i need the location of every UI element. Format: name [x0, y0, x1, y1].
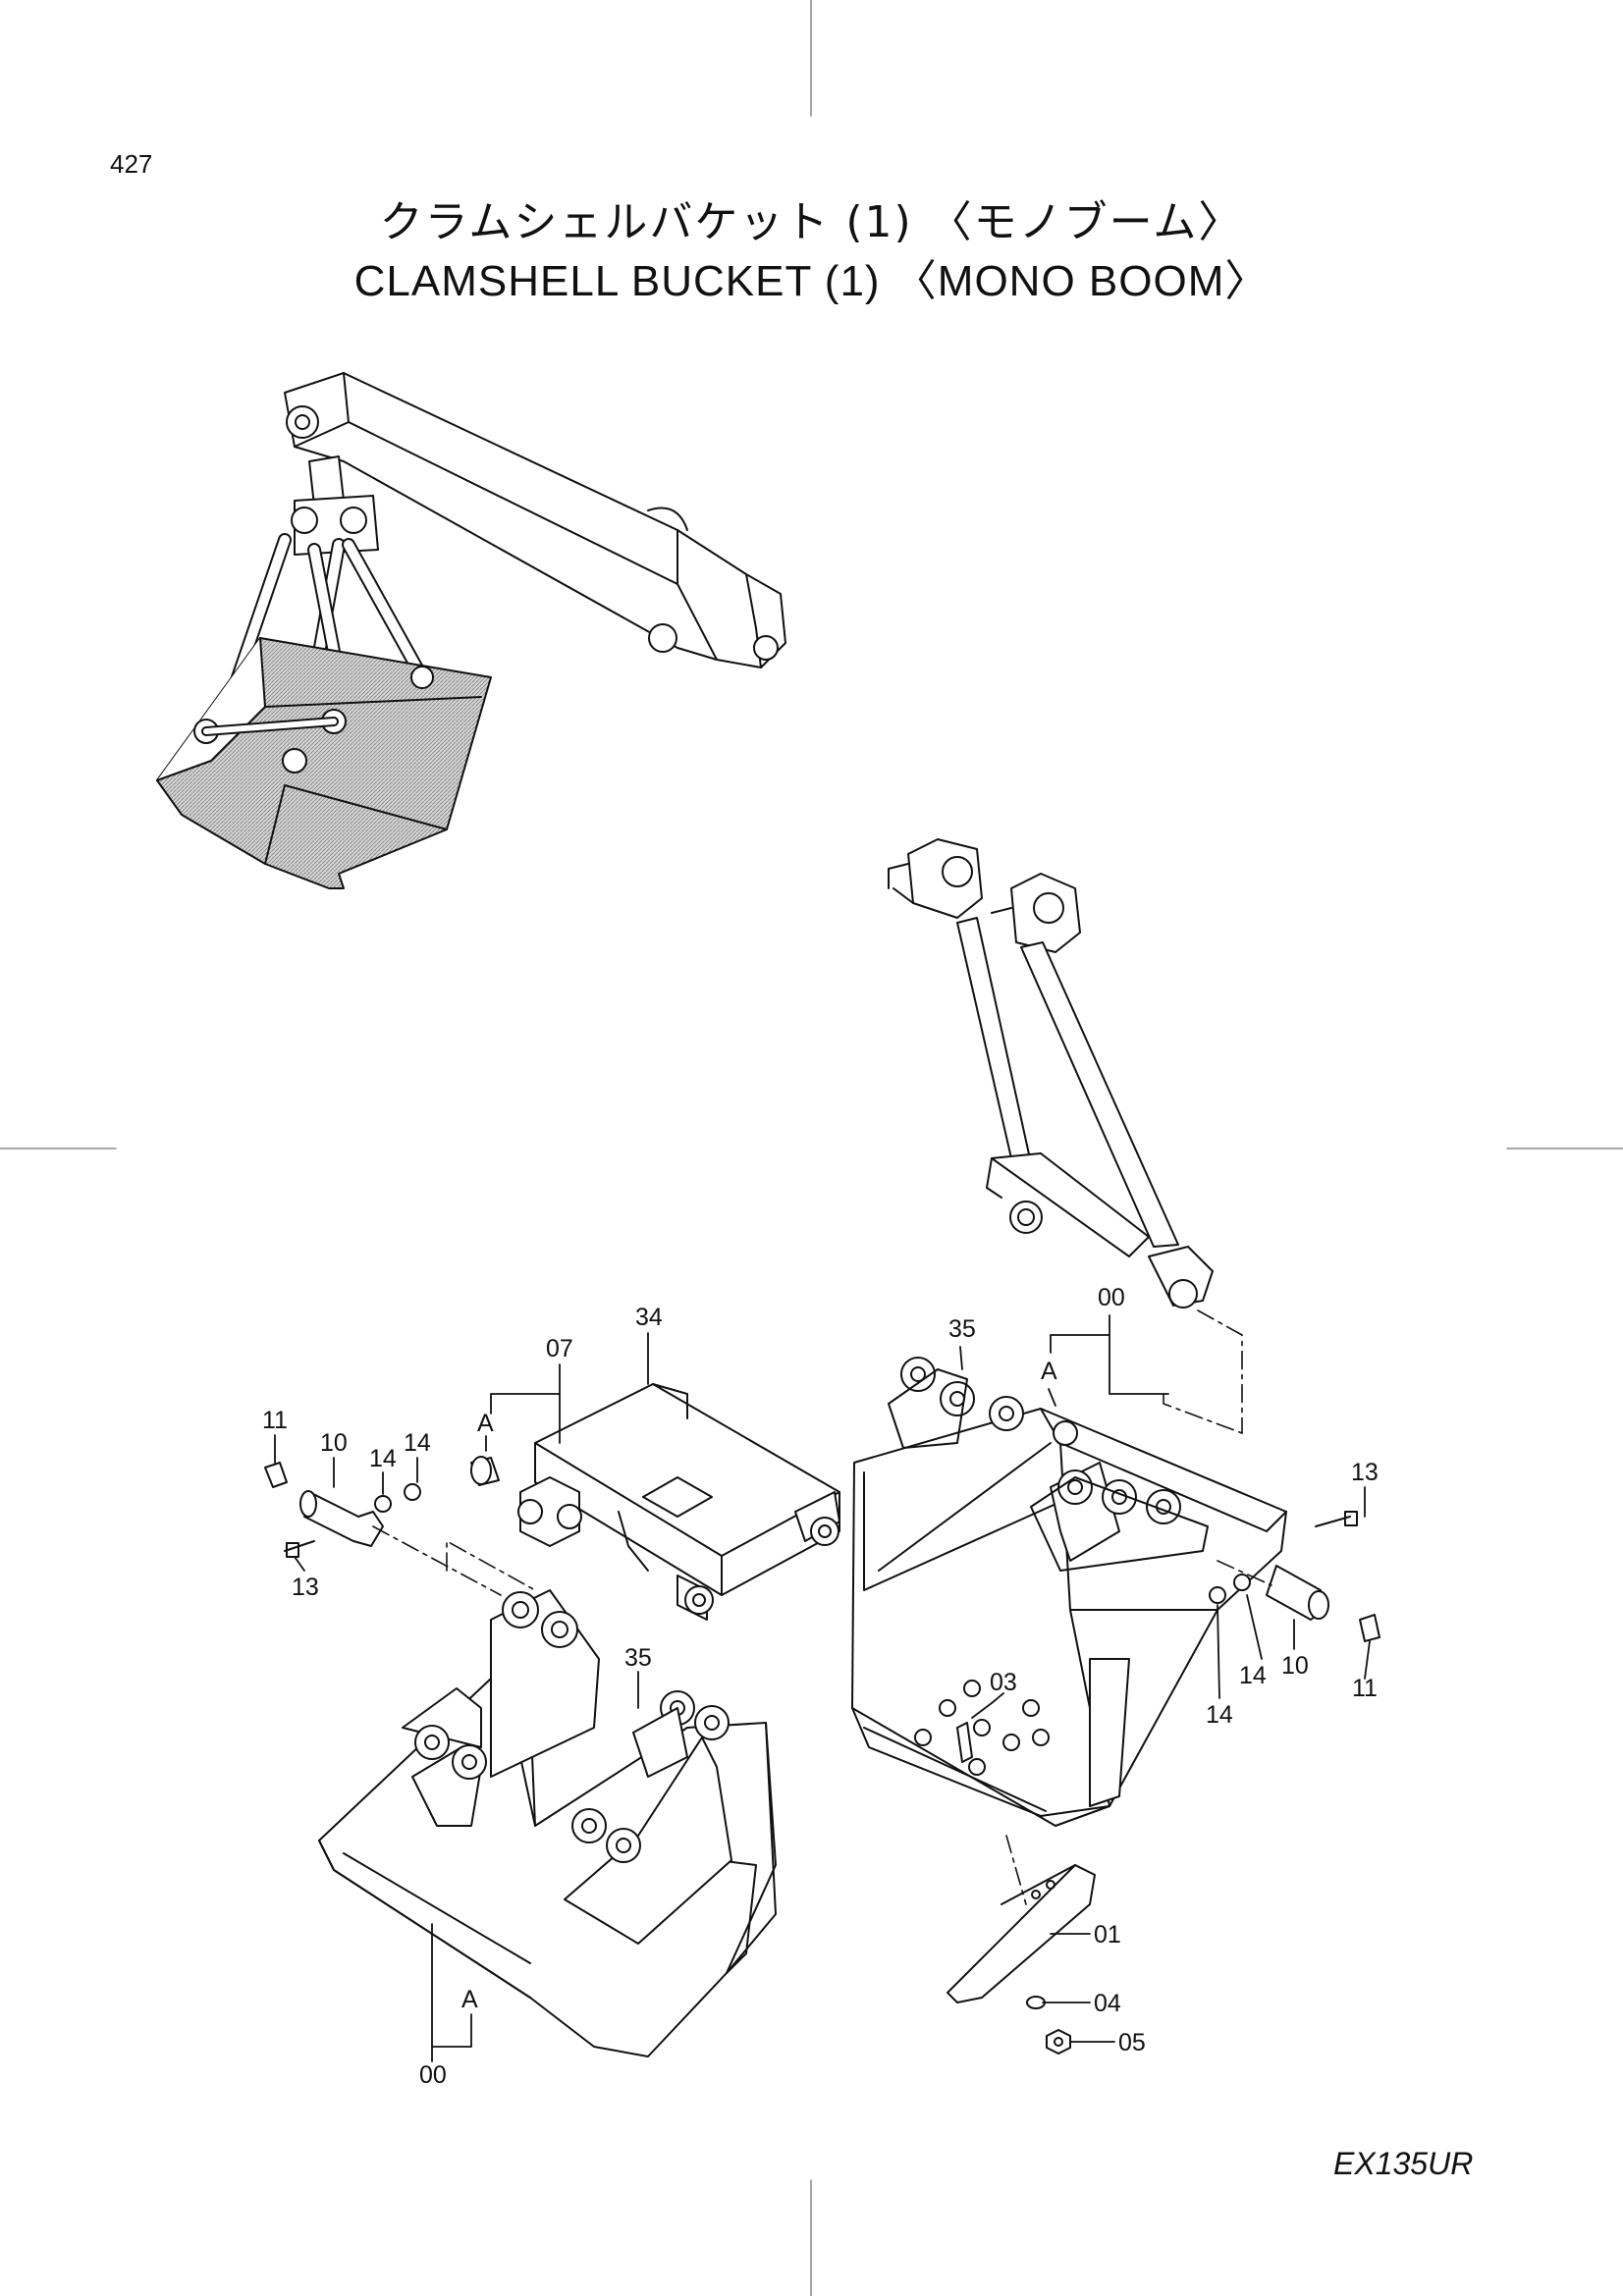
callout-11-left: 11 — [262, 1407, 288, 1434]
right-bucket-half — [851, 1357, 1287, 1827]
center-lines — [372, 1309, 1272, 1905]
pin-10-left — [299, 1490, 384, 1547]
model-code: EX135UR — [1333, 2146, 1474, 2181]
callout-01: 01 — [1094, 1921, 1121, 1949]
pin-10-right — [1266, 1565, 1329, 1621]
callout-a-bottom: A — [461, 1986, 478, 2013]
callout-14-left-b: 14 — [404, 1429, 431, 1457]
bolt-11-right — [1359, 1614, 1380, 1642]
callout-13-right: 13 — [1351, 1459, 1379, 1486]
frame-block-34 — [470, 1383, 840, 1621]
callout-13-left: 13 — [292, 1574, 319, 1601]
bolt-11-left — [264, 1462, 288, 1488]
callout-a-left: A — [477, 1410, 494, 1437]
page-number: 427 — [110, 149, 153, 179]
bushing-left — [470, 1456, 492, 1485]
callout-34: 34 — [635, 1304, 663, 1331]
callout-14-left-a: 14 — [369, 1445, 397, 1472]
callout-00-bottom: 00 — [419, 2061, 447, 2089]
callout-04: 04 — [1094, 1990, 1121, 2017]
nut-14-right-b — [1233, 1574, 1251, 1591]
callout-10-right: 10 — [1281, 1652, 1309, 1680]
nut-14-left-a — [374, 1495, 392, 1513]
callout-10-left: 10 — [320, 1429, 348, 1457]
left-bucket-half — [318, 1589, 777, 2057]
leader-lines — [274, 1314, 1371, 2062]
callout-00-right: 00 — [1098, 1284, 1125, 1311]
callout-a-right: A — [1041, 1358, 1057, 1385]
callout-35-left: 35 — [624, 1644, 652, 1672]
overview-clamshell-illustration — [156, 455, 492, 889]
callout-35-right: 35 — [948, 1315, 976, 1343]
arm-link-assembly — [888, 838, 1214, 1308]
callout-11-right: 11 — [1352, 1675, 1378, 1702]
bolt-13-right — [1315, 1511, 1358, 1527]
nut-14-left-b — [404, 1483, 421, 1501]
title-japanese: クラムシェルバケット (1) 〈モノブーム〉 — [379, 197, 1244, 247]
bucket-tooth-01 — [947, 1864, 1096, 2003]
bolt-13-left — [284, 1540, 315, 1558]
callout-14-right-b: 14 — [1206, 1701, 1233, 1729]
callout-03: 03 — [990, 1669, 1017, 1696]
callout-labels: 00 35 A 34 07 A 11 10 14 14 13 35 A 00 1… — [262, 1284, 1379, 2089]
callout-07: 07 — [546, 1335, 573, 1362]
callout-14-right-a: 14 — [1239, 1662, 1267, 1689]
callout-05: 05 — [1118, 2029, 1146, 2056]
nut-14-right-a — [1209, 1586, 1226, 1604]
title-english: CLAMSHELL BUCKET (1) 〈MONO BOOM〉 — [353, 257, 1270, 305]
nut-05 — [1046, 2029, 1071, 2055]
